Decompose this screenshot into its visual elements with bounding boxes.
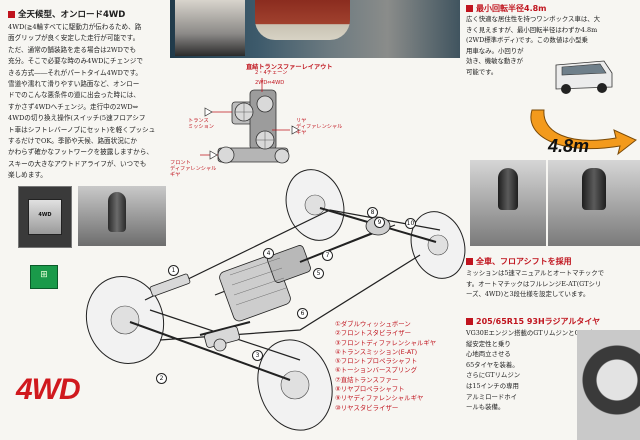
component-legend: ①ダブルウィッシュボーン ②フロントスタビライザー ③フロントディファレンシャル… bbox=[335, 320, 436, 413]
text-line: ト車はシフトレバーノブにセット)を軽くプッシュ bbox=[8, 125, 156, 134]
text-line: きく見えますが、最小回転半径はわずか4.8m bbox=[466, 25, 598, 34]
marker-1: 1 bbox=[168, 265, 179, 276]
text-line: 心地両立させる bbox=[466, 350, 511, 359]
text-line: 雪道や濡れて滑りやすい路面など、オンロー bbox=[8, 80, 140, 89]
turning-radius-value: 4.8m bbox=[548, 136, 590, 156]
legend-item: ②フロントスタビライザー bbox=[335, 329, 412, 338]
manual-shift-knob-icon bbox=[498, 168, 518, 210]
front-suspension bbox=[149, 273, 240, 352]
text-line: さらにGTリムジン bbox=[466, 371, 521, 380]
text-line: 縦安定性と乗り bbox=[466, 339, 511, 348]
engine-transmission-block bbox=[219, 245, 311, 322]
text-line: きる方式――それがパートタイム4WDです。 bbox=[8, 68, 143, 77]
transfer-gear-diagram bbox=[217, 89, 290, 164]
legend-item: ③フロントディファレンシャルギヤ bbox=[335, 338, 437, 347]
red-square-icon bbox=[8, 11, 15, 18]
text-line: ールも装備。 bbox=[466, 403, 505, 412]
legend-item: ④トランスミッション(E-AT) bbox=[335, 347, 418, 356]
4wd-switch-label: 4WD bbox=[38, 212, 52, 218]
marker-3: 3 bbox=[252, 350, 263, 361]
text-line: す。オートマチックはフルレンジE-AT(GTシリ bbox=[466, 279, 602, 288]
marker-6: 6 bbox=[297, 308, 308, 319]
diagram-label-chain: 2・4チェーン bbox=[255, 70, 288, 76]
text-line: は15インチの専用 bbox=[466, 381, 519, 390]
tire-heading: 205/65R15 93Hラジアルタイヤ bbox=[466, 316, 600, 327]
text-line: ミッションは5速マニュアルとオートマチックで bbox=[466, 269, 605, 277]
legend-item: ⑧リヤプロペラシャフト bbox=[335, 385, 405, 394]
red-square-icon bbox=[466, 318, 473, 325]
marker-2: 2 bbox=[156, 373, 167, 384]
shift-lever-photo bbox=[78, 186, 166, 246]
legend-item: ⑤フロントプロペラシャフト bbox=[335, 357, 418, 366]
text-line: 4WDの切り換え操作(スイッチ(5速フロアシフ bbox=[8, 114, 146, 123]
marker-7: 7 bbox=[322, 250, 333, 261]
legend-item: ⑥トーションバースプリング bbox=[335, 366, 417, 375]
text-line: するだけでOK。季節や天候、路面状況にか bbox=[8, 137, 138, 146]
turning-radius-heading: 最小回転半径4.8m bbox=[466, 3, 547, 14]
red-square-icon bbox=[466, 258, 473, 265]
text-line: 面グリップが良く安定した走行が可能です。 bbox=[8, 34, 140, 43]
left-section-heading: 全天候型、オンロード4WD bbox=[8, 8, 125, 20]
text-line: ドでのこんな悪条件の道に出会った時には、 bbox=[8, 91, 140, 100]
van-front-icon bbox=[555, 60, 613, 94]
automatic-shift-knob-icon bbox=[582, 168, 606, 210]
text-line: 楽しめます。 bbox=[8, 171, 47, 180]
indicator-icon: ⊞ bbox=[40, 270, 48, 280]
diagram-title: 直結トランスファーレイアウト bbox=[246, 64, 333, 71]
marker-9: 9 bbox=[374, 217, 385, 228]
text-line: 充分。そこで必要な時のみ4WDにチェンジで bbox=[8, 57, 143, 66]
text-line: 65タイヤを装着。 bbox=[466, 360, 519, 369]
automatic-shifter-photo bbox=[548, 160, 640, 246]
text-line: 広く快適な居住性を持つワンボックス車は、大 bbox=[466, 15, 601, 23]
text-line: 4WD(≧4輪すべてに駆動力が伝わるため、路 bbox=[8, 23, 142, 31]
legend-item: ⑩リヤスタビライザー bbox=[335, 403, 399, 412]
4wd-switch-button: 4WD bbox=[28, 199, 62, 235]
marker-4: 4 bbox=[263, 248, 274, 259]
left-section-body: 4WD(≧4輪すべてに駆動力が伝わるため、路面グリップが良く安定した走行が可能で… bbox=[8, 22, 155, 182]
4wd-switch-photo: 4WD bbox=[18, 186, 72, 248]
manual-shifter-photo bbox=[470, 160, 546, 246]
marker-5: 5 bbox=[313, 268, 324, 279]
floor-shift-body: ミッションは5速マニュアルとオートマチックです。オートマチックはフルレンジE-A… bbox=[466, 268, 604, 300]
floor-shift-heading-text: 全車、フロアシフトを採用 bbox=[476, 257, 572, 266]
4wd-indicator-lamp: ⊞ bbox=[30, 265, 58, 289]
diagram-label-transmission: トランス ミッション bbox=[188, 118, 214, 130]
text-line: スキーの大きなアウトドアライフが、いつでも bbox=[8, 159, 147, 168]
text-line: かわらず確かなフットワークを披露しますから、 bbox=[8, 148, 153, 157]
text-line: 用車なみ。小回りが bbox=[466, 46, 524, 55]
turning-radius-heading-text: 最小回転半径4.8m bbox=[476, 4, 547, 13]
diagram-label-front-diff: フロント ディファレンシャル ギヤ bbox=[170, 160, 217, 178]
diagram-label-mode: 2WD⇔4WD bbox=[255, 80, 285, 86]
tire-heading-text: 205/65R15 93Hラジアルタイヤ bbox=[476, 317, 601, 326]
legend-item: ⑨リヤディファレンシャルギヤ bbox=[335, 394, 424, 403]
marker-8: 8 bbox=[367, 207, 378, 218]
top-photo-vehicle bbox=[175, 0, 245, 56]
text-line: 可能です。 bbox=[466, 67, 498, 76]
alloy-wheel-photo bbox=[577, 330, 640, 440]
text-line: ただ、通常の舗装路を走る場合は2WDでも bbox=[8, 45, 137, 54]
turning-arrow-icon bbox=[530, 109, 637, 156]
text-line: VG30Eエンジン搭載のGTリムジンとGTは操 bbox=[466, 329, 597, 337]
text-line: すかさず4WDへチェンジ。走行中の2WD⇔ bbox=[8, 102, 139, 111]
legend-item: ⑦直結トランスファー bbox=[335, 375, 399, 384]
diagram-label-rear-diff: リヤ ディファレンシャル ギヤ bbox=[296, 118, 343, 136]
4wd-badge: 4WD bbox=[16, 373, 81, 406]
top-photo-person bbox=[255, 0, 350, 40]
text-line: ーズ、4WD)と3段仕様を設定しています。 bbox=[466, 290, 590, 299]
text-line: (2WD標準ボディ)です。この数値は小型乗 bbox=[466, 36, 588, 45]
shift-knob-icon bbox=[108, 192, 126, 232]
legend-item: ①ダブルウィッシュボーン bbox=[335, 320, 411, 328]
red-square-icon bbox=[466, 5, 473, 12]
text-line: アルミロードホイ bbox=[466, 392, 518, 401]
marker-10: 10 bbox=[405, 218, 416, 229]
left-section-heading-text: 全天候型、オンロード4WD bbox=[18, 10, 126, 20]
turning-radius-body: 広く快適な居住性を持つワンボックス車は、大きく見えますが、最小回転半径はわずか4… bbox=[466, 14, 600, 78]
floor-shift-heading: 全車、フロアシフトを採用 bbox=[466, 256, 572, 267]
text-line: 効き、機敏な動きが bbox=[466, 57, 524, 66]
